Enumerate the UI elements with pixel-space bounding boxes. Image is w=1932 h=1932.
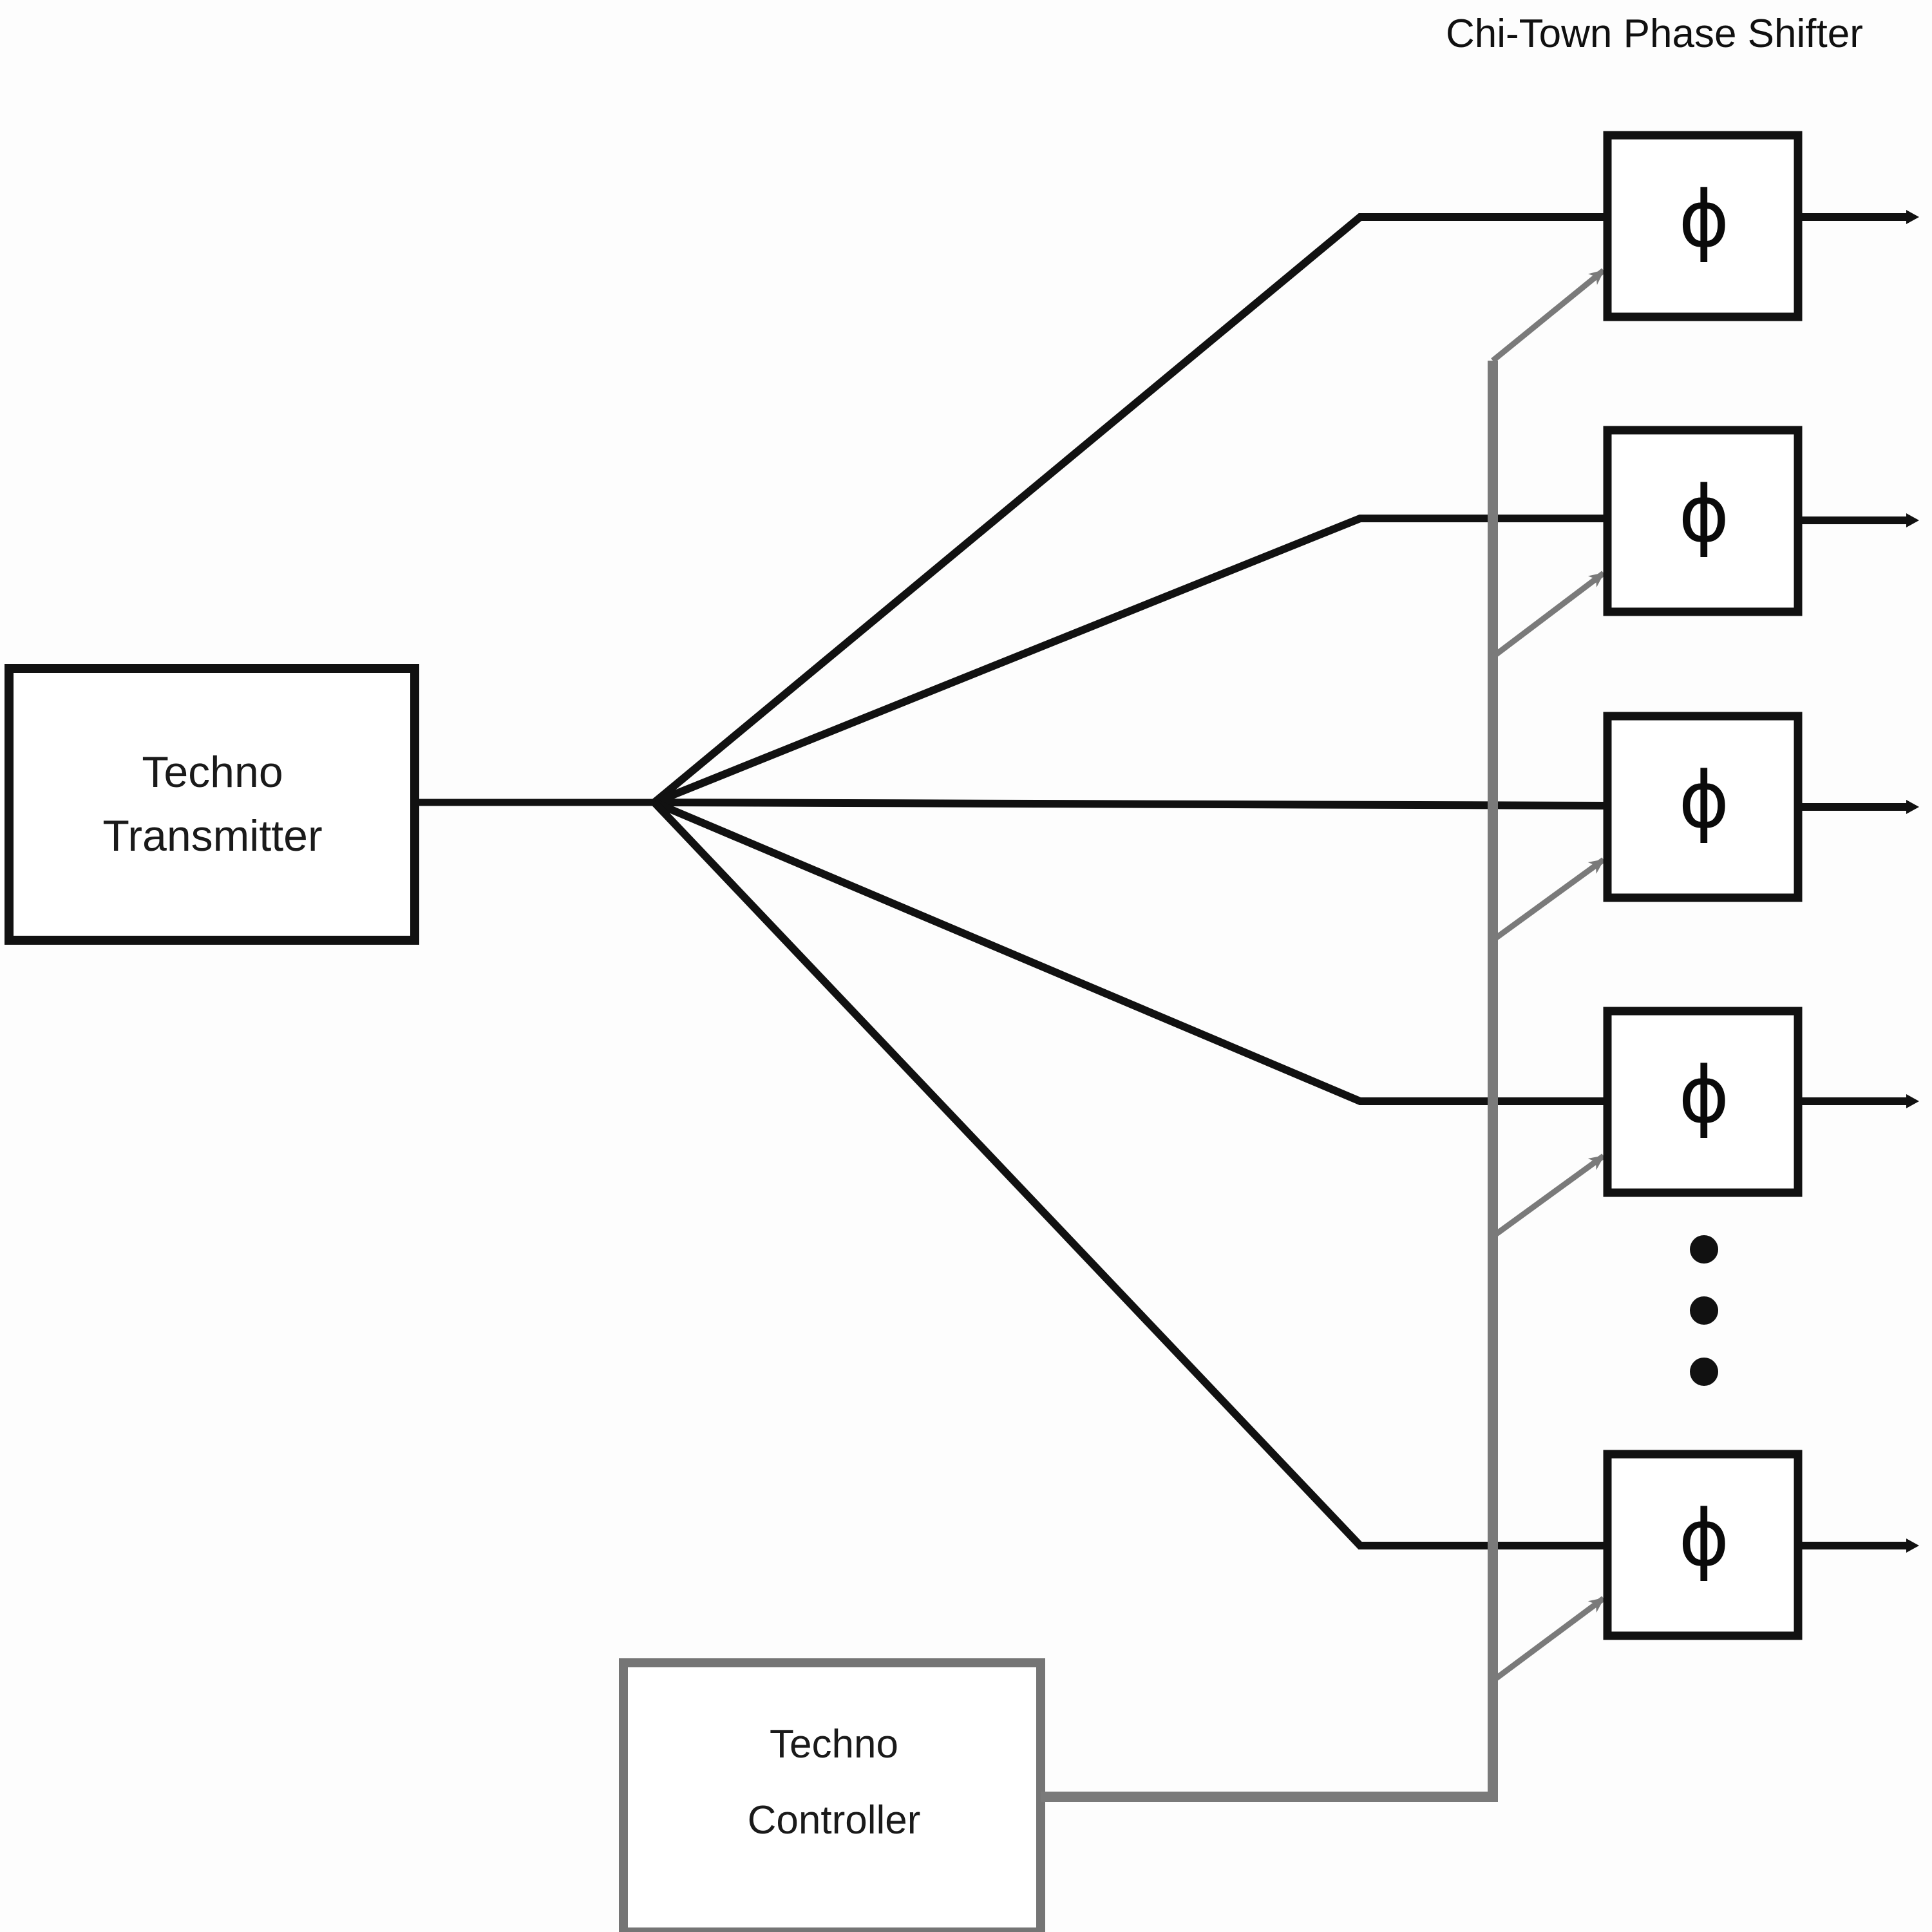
ellipsis-dot-1	[1690, 1235, 1718, 1264]
phase-shifter-box-3	[1603, 712, 1803, 902]
splitter-branch-3	[654, 799, 1604, 810]
control-arrow-1	[1491, 268, 1605, 363]
transmitter-box	[5, 664, 419, 945]
control-arrow-2	[1491, 571, 1605, 659]
splitter-branch-1	[652, 213, 1604, 806]
splitter-branch-5	[651, 799, 1604, 1549]
ellipsis-dot-3	[1690, 1358, 1718, 1386]
control-arrow-3	[1491, 857, 1605, 943]
phase-shifter-box-4	[1603, 1007, 1803, 1197]
splitter-branch-2	[652, 515, 1604, 806]
ellipsis-dot-2	[1690, 1296, 1718, 1325]
phase-shifter-box-2	[1603, 426, 1803, 616]
phase-shifter-box-5	[1603, 1450, 1803, 1640]
controller-box	[619, 1658, 1045, 1932]
phase-shifter-box-1	[1603, 131, 1803, 321]
control-arrow-5	[1491, 1596, 1605, 1683]
splitter-branch-4	[652, 799, 1604, 1105]
control-arrow-4	[1491, 1153, 1605, 1239]
control-bus-line	[1041, 361, 1498, 1802]
